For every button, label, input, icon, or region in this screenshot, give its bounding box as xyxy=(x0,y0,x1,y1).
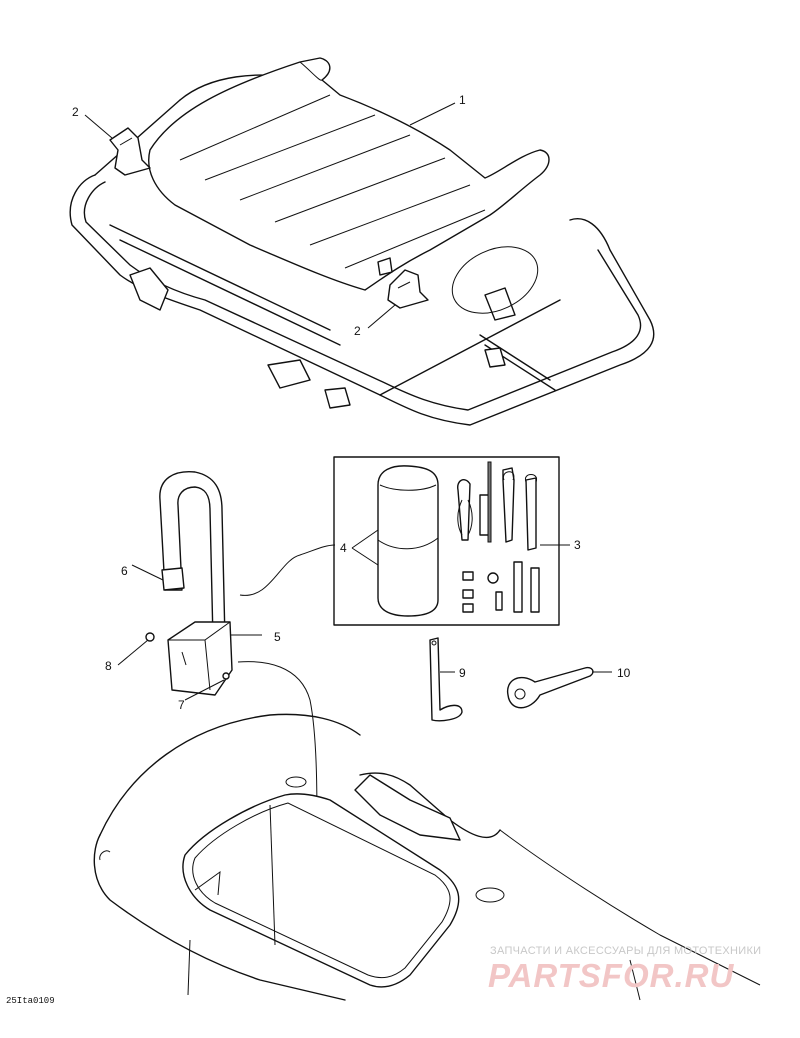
callout-4: 4 xyxy=(340,541,347,555)
screwdriver-icon xyxy=(479,461,492,543)
sockets-icon xyxy=(487,561,540,613)
tool-bar xyxy=(429,637,463,722)
callout-5: 5 xyxy=(274,630,281,644)
pliers-icon xyxy=(457,479,473,541)
callout-6: 6 xyxy=(121,564,128,578)
wrench-icon xyxy=(524,474,538,551)
callout-7: 7 xyxy=(178,698,185,712)
callout-labels: 1 2 2 3 4 5 6 7 8 9 10 xyxy=(72,93,631,712)
rear-body-storage xyxy=(93,713,761,1001)
hook-right xyxy=(387,269,429,309)
hook-left xyxy=(109,127,151,176)
callout-2b: 2 xyxy=(354,324,361,338)
figure-id: 25Ita0109 xyxy=(6,996,55,1006)
watermark-logo: PARTSFOR.RU xyxy=(488,957,735,994)
tool-kit-box xyxy=(333,456,570,626)
strap xyxy=(159,471,226,641)
callout-2a: 2 xyxy=(72,105,79,119)
callout-8: 8 xyxy=(105,659,112,673)
seat-cushion xyxy=(148,57,550,291)
rear-rack-assembly xyxy=(69,74,655,426)
fuses-icon xyxy=(462,571,474,613)
watermark-tagline: ЗАПЧАСТИ И АКСЕССУАРЫ ДЛЯ МОТОТЕХНИКИ xyxy=(490,945,762,957)
strap-bracket xyxy=(145,621,233,696)
callout-1: 1 xyxy=(459,93,466,107)
callout-3: 3 xyxy=(574,538,581,552)
spanner-wrench xyxy=(506,666,612,709)
leaders-top xyxy=(84,102,456,329)
wrench-icon xyxy=(502,467,515,543)
callout-9: 9 xyxy=(459,666,466,680)
callout-10: 10 xyxy=(617,666,631,680)
